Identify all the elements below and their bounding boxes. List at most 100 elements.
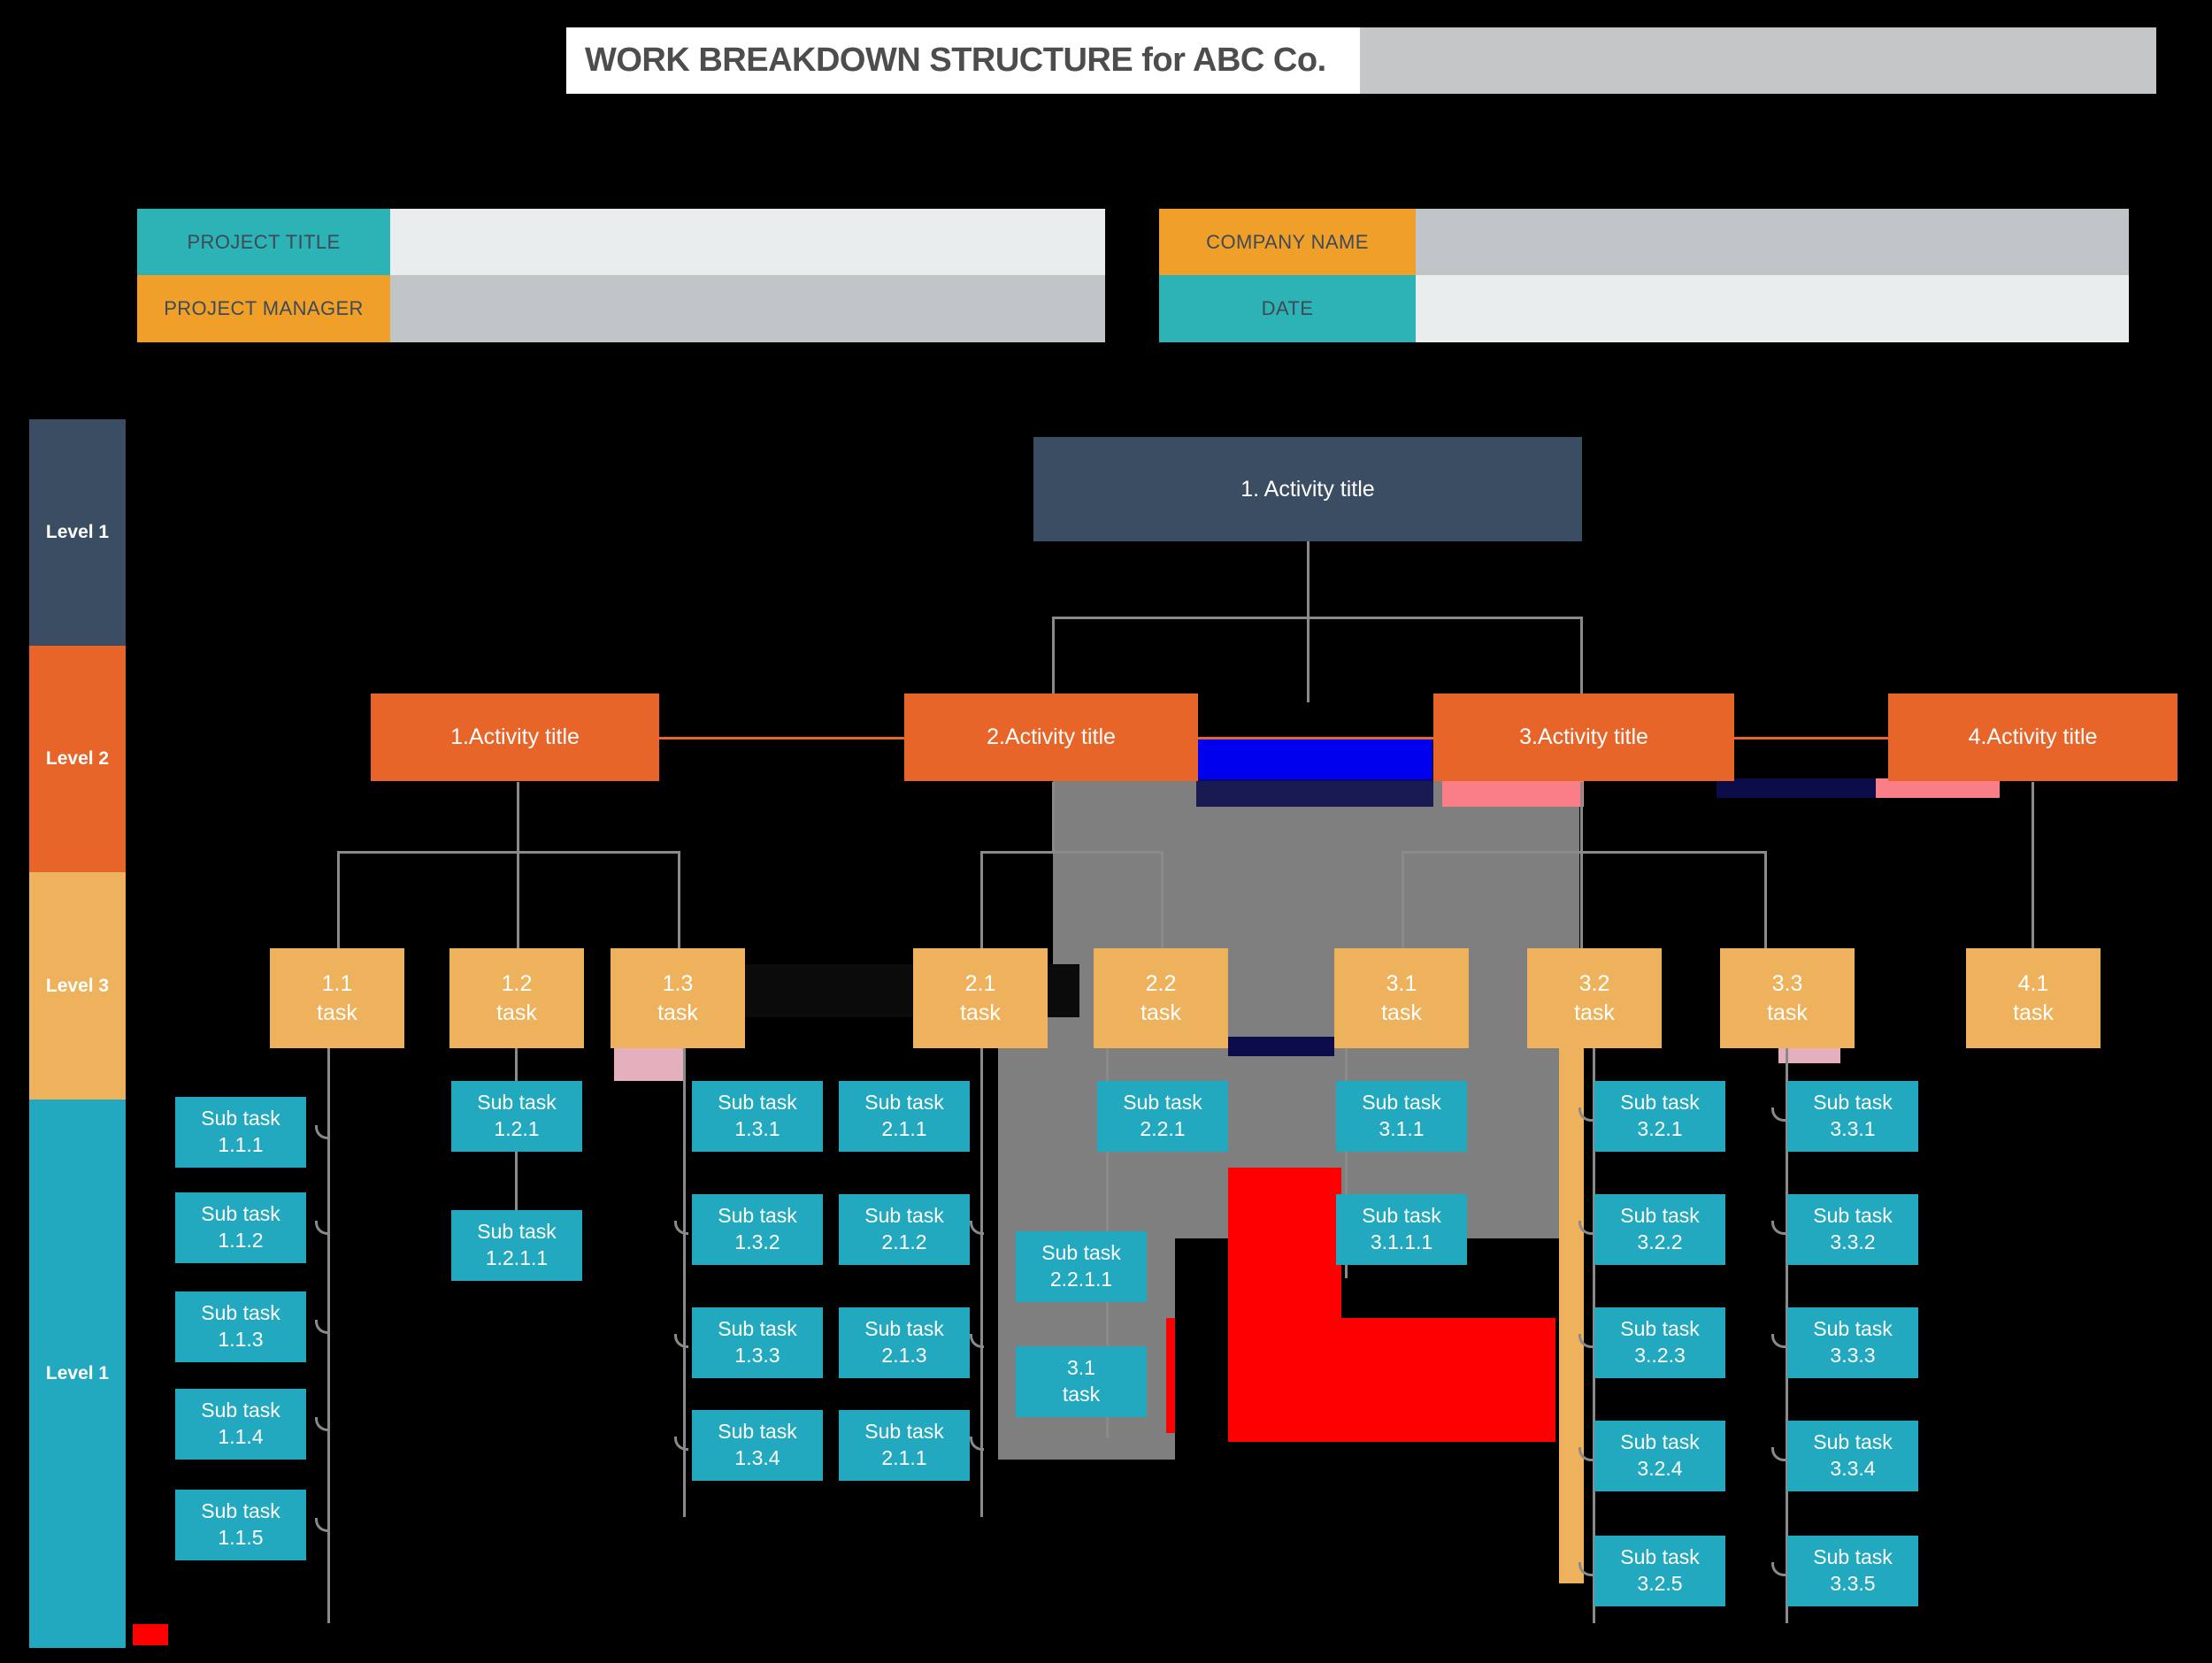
node-prefix: Sub task [1813,1204,1893,1228]
node-subtask-1-3-3[interactable]: Sub task 1.3.3 [692,1307,823,1378]
node-subtask-3-3-2[interactable]: Sub task 3.3.2 [1787,1194,1918,1265]
node-number: 1.3.1 [734,1117,780,1140]
node-subtask-1-1-2[interactable]: Sub task 1.1.2 [175,1192,306,1263]
node-prefix: 3.1 [1067,1356,1095,1380]
node-subtask-2-2-1-1[interactable]: Sub task 2.2.1.1 [1016,1231,1147,1302]
node-subtask-1-2-1[interactable]: Sub task 1.2.1 [451,1081,582,1152]
node-kind: task [2013,1000,2054,1025]
artifact-pink-strip-right [1442,781,1584,807]
level-rail-label: Level 1 [45,522,110,542]
elbow-3-3-5 [1771,1562,1786,1576]
connector-l3-3-2-up [1580,851,1583,948]
node-prefix: Sub task [201,1107,280,1130]
elbow-1-3-3 [674,1334,688,1348]
node-number: 1.2.1.1 [485,1246,549,1269]
node-subtask-3-3-5[interactable]: Sub task 3.3.5 [1787,1536,1918,1606]
node-level3-1-1[interactable]: 1.1 task [270,948,404,1048]
elbow-3-2-3 [1578,1334,1593,1348]
node-number: 2.2.1.1 [1049,1268,1113,1291]
node-subtask-1-1-1[interactable]: Sub task 1.1.1 [175,1097,306,1168]
node-number: 2.1.1 [881,1117,927,1140]
node-number: 1.2.1 [494,1117,540,1140]
connector-l2-3-down [1580,782,1583,853]
node-level3-4-1[interactable]: 4.1 task [1966,948,2101,1048]
node-subtask-3-2-3[interactable]: Sub task 3..2.3 [1594,1307,1725,1378]
node-level3-2-2[interactable]: 2.2 task [1094,948,1228,1048]
company-name-row: COMPANY NAME [1159,209,2129,275]
node-subtask-3-3-3[interactable]: Sub task 3.3.3 [1787,1307,1918,1378]
node-prefix: Sub task [477,1220,557,1244]
node-subtask-3-3-4[interactable]: Sub task 3.3.4 [1787,1421,1918,1491]
node-level3-3-2[interactable]: 3.2 task [1527,948,1662,1048]
project-title-label: PROJECT TITLE [137,209,390,275]
project-title-value[interactable] [390,209,1105,275]
node-number: 3.2.5 [1637,1572,1683,1595]
node-subtask-3-1-1[interactable]: Sub task 3.1.1 [1336,1081,1467,1152]
node-subtask-1-1-3[interactable]: Sub task 1.1.3 [175,1291,306,1362]
node-subtask-3-2-2[interactable]: Sub task 3.2.2 [1594,1194,1725,1265]
project-manager-label: PROJECT MANAGER [137,275,390,342]
node-number: 3..2.3 [1634,1344,1686,1367]
node-subtask-2-2-1[interactable]: Sub task 2.2.1 [1097,1081,1228,1152]
node-prefix: Sub task [864,1420,944,1444]
node-subtask-2-1-4[interactable]: Sub task 2.1.1 [839,1410,970,1481]
node-kind: task [960,1000,1001,1025]
node-subtask-3-1-1-1[interactable]: Sub task 3.1.1.1 [1336,1194,1467,1265]
elbow-2-1-2 [970,1221,984,1235]
elbow-3-3-1 [1771,1107,1786,1122]
company-name-value[interactable] [1416,209,2129,275]
connector-bus-leg-right [1580,617,1583,702]
node-subtask-3-1-orphan[interactable]: 3.1 task [1016,1346,1147,1417]
level-rail-label: Level 2 [45,748,110,769]
node-subtask-1-3-1[interactable]: Sub task 1.3.1 [692,1081,823,1152]
node-prefix: Sub task [718,1420,797,1444]
node-subtask-3-2-1[interactable]: Sub task 3.2.1 [1594,1081,1725,1152]
node-level3-3-3[interactable]: 3.3 task [1720,948,1855,1048]
artifact-pink-strip-1-3 [614,1044,685,1081]
node-label: 3.Activity title [1519,724,1648,750]
node-kind: task [496,1000,537,1025]
project-manager-value[interactable] [390,275,1105,342]
elbow-1-1-2 [315,1221,329,1235]
project-manager-row: PROJECT MANAGER [137,275,1105,342]
node-level3-3-1[interactable]: 3.1 task [1334,948,1469,1048]
node-subtask-3-2-4[interactable]: Sub task 3.2.4 [1594,1421,1725,1491]
elbow-3-2-5 [1578,1562,1593,1576]
node-subtask-3-3-1[interactable]: Sub task 3.3.1 [1787,1081,1918,1152]
node-level2-3[interactable]: 3.Activity title [1433,694,1734,781]
level-rail-label: Level 1 [45,1363,110,1383]
node-number: 3.3.2 [1830,1230,1876,1253]
node-number: 1.3 [662,971,694,996]
node-subtask-1-1-5[interactable]: Sub task 1.1.5 [175,1490,306,1560]
node-root[interactable]: 1. Activity title [1033,437,1582,541]
node-subtask-1-2-1-1[interactable]: Sub task 1.2.1.1 [451,1210,582,1281]
node-subtask-1-1-4[interactable]: Sub task 1.1.4 [175,1389,306,1460]
node-level3-2-1[interactable]: 2.1 task [913,948,1048,1048]
node-subtask-1-3-4[interactable]: Sub task 1.3.4 [692,1410,823,1481]
node-prefix: Sub task [201,1399,280,1422]
node-subtask-2-1-2[interactable]: Sub task 2.1.2 [839,1194,970,1265]
node-number: task [1062,1383,1101,1406]
node-prefix: Sub task [1620,1545,1700,1569]
node-prefix: Sub task [201,1301,280,1325]
node-level2-1[interactable]: 1.Activity title [371,694,659,781]
node-label: 4.Activity title [1968,724,2098,750]
node-prefix: Sub task [1620,1317,1700,1341]
node-level3-1-3[interactable]: 1.3 task [611,948,745,1048]
node-label: 1. Activity title [1240,476,1375,502]
node-subtask-2-1-1[interactable]: Sub task 2.1.1 [839,1081,970,1152]
node-number: 2.1 [964,971,996,996]
node-kind: task [1767,1000,1808,1025]
title-banner-filler [1360,27,2156,94]
connector-bus-leg-left [1052,617,1055,702]
node-prefix: Sub task [477,1091,557,1115]
artifact-navy-strip-far-right [1717,778,1876,798]
elbow-3-3-4 [1771,1447,1786,1461]
node-level3-1-2[interactable]: 1.2 task [449,948,584,1048]
node-subtask-2-1-3[interactable]: Sub task 2.1.3 [839,1307,970,1378]
node-subtask-1-3-2[interactable]: Sub task 1.3.2 [692,1194,823,1265]
node-subtask-3-2-5[interactable]: Sub task 3.2.5 [1594,1536,1725,1606]
node-level2-2[interactable]: 2.Activity title [904,694,1198,781]
date-value[interactable] [1416,275,2129,342]
node-level2-4[interactable]: 4.Activity title [1888,694,2177,781]
